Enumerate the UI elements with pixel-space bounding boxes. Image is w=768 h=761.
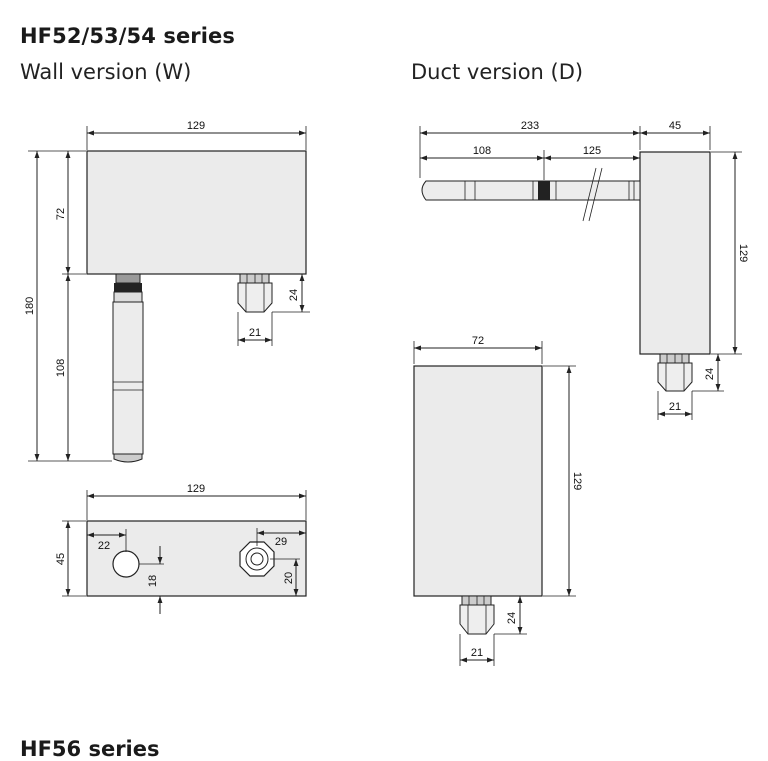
dim-bottom-depth: 45	[55, 553, 67, 565]
duct-side-view: 233 45 108 125 129 24 21	[419, 120, 749, 420]
duct-probe	[421, 167, 641, 222]
dim-wall-width: 129	[187, 120, 205, 132]
duct-side-cable-gland	[657, 353, 693, 392]
wall-cable-gland	[237, 273, 273, 313]
dim-wall-total-height: 180	[24, 297, 36, 315]
dim-gland-x: 29	[275, 536, 287, 548]
dim-hole-y: 18	[147, 575, 159, 587]
dim-duct-front-height: 129	[571, 472, 583, 490]
dim-bottom-width: 129	[187, 483, 205, 495]
wall-version-title: Wall version (W)	[20, 60, 192, 84]
dim-duct-front-width: 72	[472, 335, 484, 347]
wall-front-view: 129 72 108 180 24 21	[24, 120, 310, 463]
dim-wall-upper-height: 72	[55, 208, 67, 220]
dim-duct-front-gland-height: 24	[506, 612, 518, 624]
dim-hole-x: 22	[98, 540, 110, 552]
dim-duct-side-gland-height: 24	[704, 368, 716, 380]
dim-wall-gland-height: 24	[288, 289, 300, 301]
duct-front-cable-gland	[459, 595, 495, 635]
dim-duct-side-gland-width: 21	[669, 401, 681, 413]
dim-duct-height: 129	[737, 244, 749, 262]
dim-wall-gland-width: 21	[249, 327, 261, 339]
probe-hole	[112, 550, 140, 578]
dim-wall-probe-length: 108	[55, 359, 67, 377]
next-series-title: HF56 series	[20, 737, 160, 761]
dim-duct-total-length: 233	[521, 120, 539, 132]
duct-housing	[639, 151, 711, 355]
series-title: HF52/53/54 series	[20, 24, 235, 48]
wall-bottom-view: 129 45 22 18 29 20	[55, 483, 307, 614]
duct-front-view: 72 129 24 21	[413, 335, 583, 666]
wall-probe	[112, 273, 144, 463]
dim-duct-probe-length: 108	[473, 145, 491, 157]
bottom-gland	[239, 541, 275, 577]
duct-version-title: Duct version (D)	[411, 60, 584, 84]
dim-duct-front-gland-width: 21	[471, 647, 483, 659]
dim-gland-y: 20	[283, 572, 295, 584]
wall-housing	[86, 150, 307, 275]
dim-duct-housing-depth: 45	[669, 120, 681, 132]
dim-duct-probe-rest: 125	[583, 145, 601, 157]
duct-front-housing	[413, 365, 543, 597]
